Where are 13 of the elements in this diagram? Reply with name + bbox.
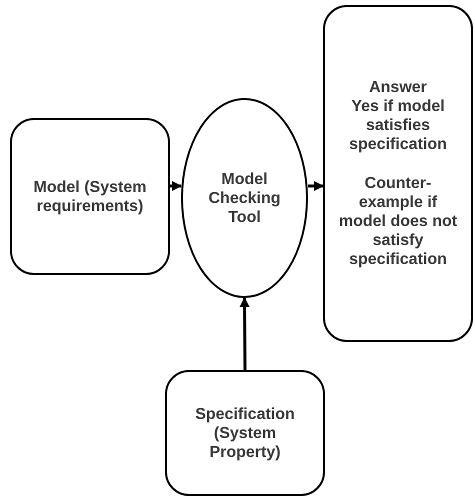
arrow	[308, 181, 324, 191]
process-ellipse	[181, 98, 308, 298]
node-label: Yes if model satisfies specification	[348, 97, 448, 154]
arrow	[170, 181, 182, 191]
node-label: Specification (System Property)	[194, 404, 296, 462]
node-label: Model Checking Tool	[207, 170, 282, 226]
rounded-box	[165, 370, 325, 496]
node-label: Answer	[369, 78, 427, 97]
arrow	[240, 297, 250, 370]
rounded-box	[10, 118, 170, 275]
node-label: Model (System requirements)	[32, 178, 148, 216]
node-label: Counter-example if model does not satisfy specification	[338, 174, 458, 269]
rounded-box	[323, 5, 473, 342]
